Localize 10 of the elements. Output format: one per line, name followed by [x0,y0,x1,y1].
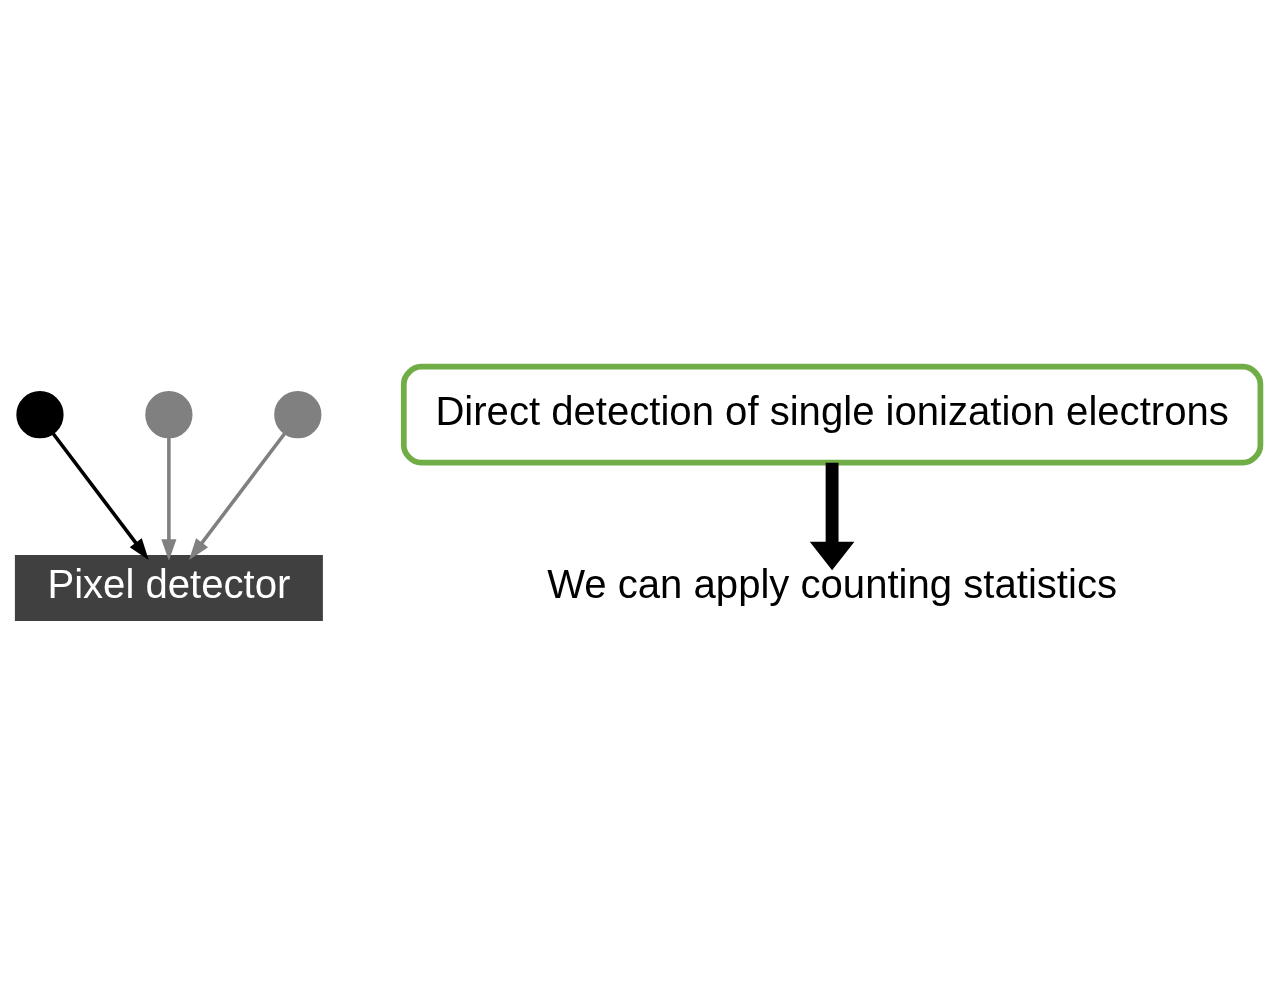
arrow [809,462,855,571]
node-box: Direct detection of single ionization electrons [400,363,1264,466]
node-circle [16,391,64,439]
arrow [189,432,286,560]
arrow [161,437,177,561]
node-circle [274,391,322,439]
arrow [51,432,149,560]
node-text: We can apply counting statistics [547,561,1117,606]
node-circle [145,391,193,439]
node-box: Pixel detector [14,555,323,621]
